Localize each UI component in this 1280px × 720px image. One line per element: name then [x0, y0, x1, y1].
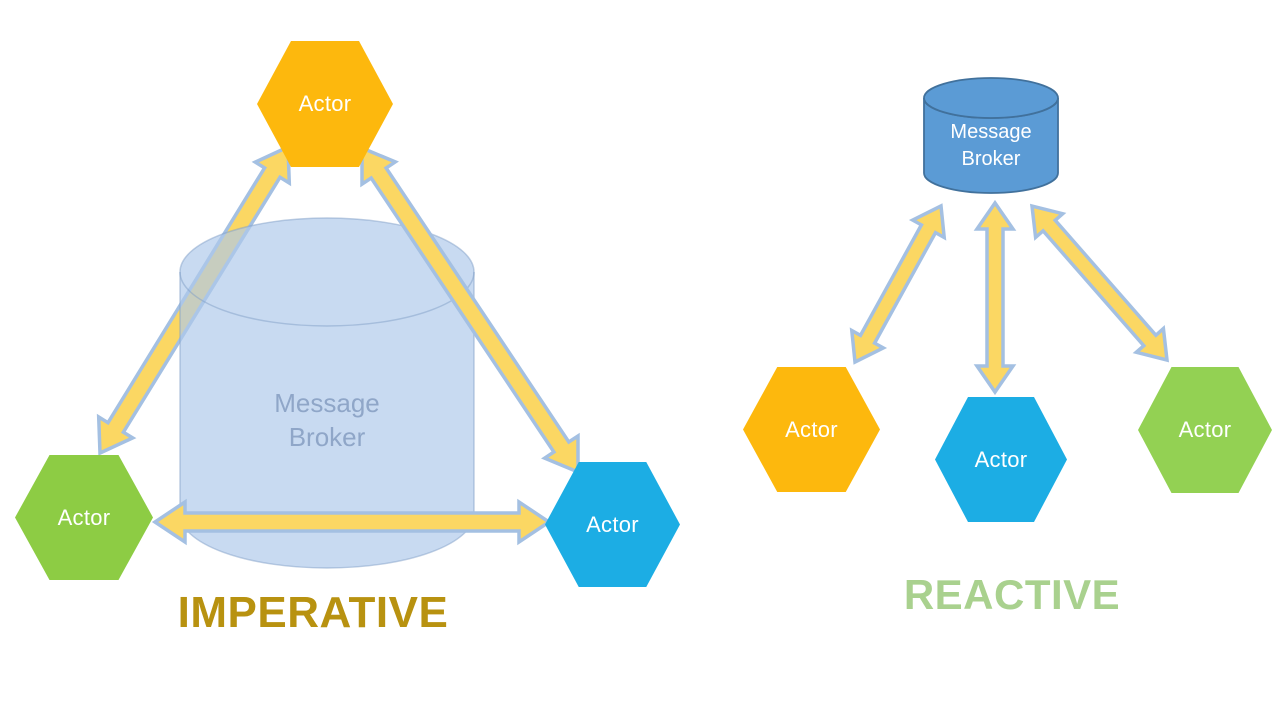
actor-label: Actor [785, 416, 838, 442]
reactive-title: REACTIVE [903, 571, 1121, 618]
imperative-broker-label: Message Broker [274, 388, 380, 452]
reactive-broker-label: Message Broker [950, 121, 1032, 170]
actor-label: Actor [57, 504, 111, 530]
actor-label: Actor [974, 446, 1028, 472]
reactive-actor-middle-hexagon: Actor [935, 397, 1067, 522]
reactive-arrow-middle-icon [973, 199, 1017, 396]
imperative-title: IMPERATIVE [177, 588, 449, 637]
actor-label: Actor [1178, 417, 1232, 442]
actor-label: Actor [586, 511, 639, 537]
reactive-cylinder-top [923, 77, 1059, 119]
reactive-actor-right-hexagon: Actor [1138, 367, 1272, 493]
reactive-broker-cylinder [923, 77, 1059, 194]
reactive-arrow-left-icon [849, 203, 947, 365]
reactive-arrow-right-icon [1029, 203, 1170, 363]
actor-label: Actor [298, 91, 352, 116]
